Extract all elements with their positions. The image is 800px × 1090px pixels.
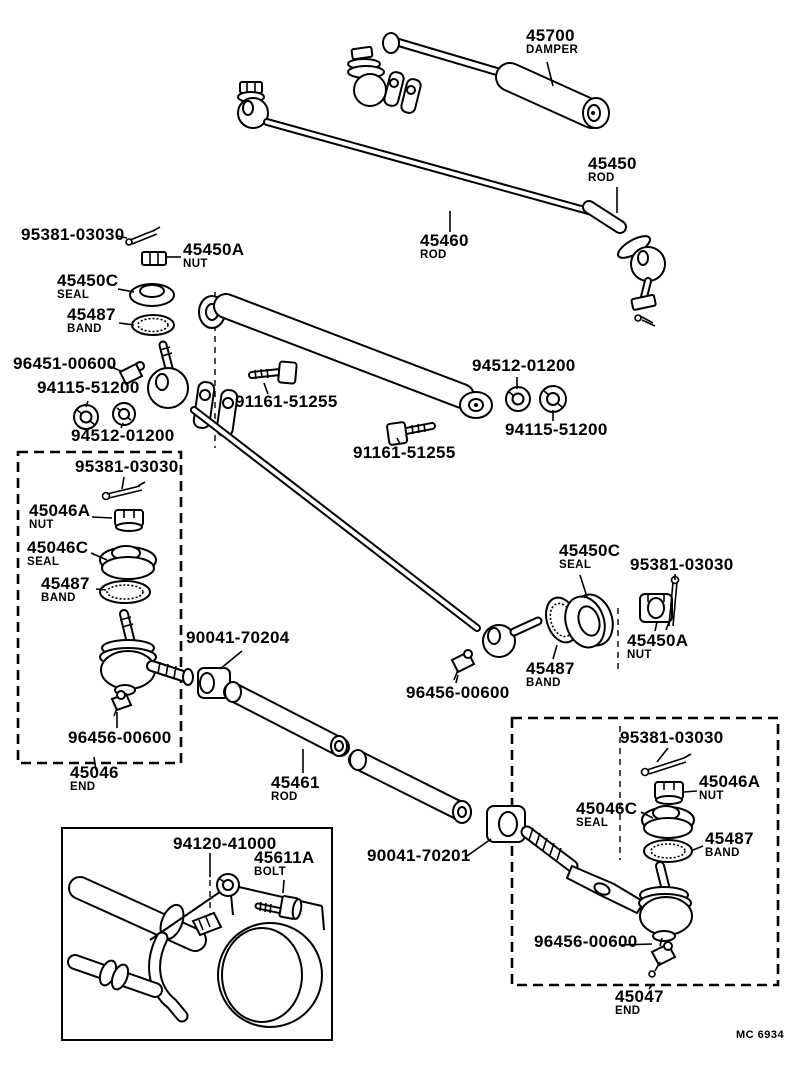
damper-bracket-drawing (347, 45, 422, 114)
rod-45450-drawing (237, 81, 666, 327)
part-label-95381-mid: 95381-03030 (630, 555, 734, 574)
bolts-91161-drawing (248, 360, 436, 446)
part-label-94512-left: 94512-01200 (71, 426, 175, 445)
part-label-90041-70201: 90041-70201 (367, 846, 471, 865)
drawing-code: MC 6934 (736, 1029, 785, 1041)
part-label-90041-70204: 90041-70204 (186, 628, 290, 647)
gearbox-inset-box (61, 827, 333, 1041)
left-group-box (16, 450, 183, 765)
part-label-95381-box-right: 95381-03030 (620, 728, 724, 747)
part-label-91161-upper: 91161-51255 (235, 392, 338, 411)
small-parts-right-drawing (505, 385, 567, 413)
gear-housing-drawing (67, 873, 325, 1028)
small-parts-left-drawing (73, 361, 145, 430)
part-label-96451: 96451-00600 (13, 354, 117, 373)
part-label-96456-mid: 96456-00600 (406, 683, 510, 702)
relay-left-socket-drawing (129, 251, 239, 437)
right-group-box (510, 716, 780, 987)
part-label-94512-right: 94512-01200 (472, 356, 576, 375)
leader-lines (85, 61, 704, 990)
part-label-96456-box-left: 96456-00600 (68, 728, 172, 747)
part-label-96456-box-right: 96456-00600 (534, 932, 638, 951)
part-label-91161-lower: 91161-51255 (353, 443, 456, 462)
rod-45461-drawing (197, 667, 579, 873)
tie-rod-end-45046-drawing (99, 481, 194, 717)
rod-45460-drawing (190, 406, 543, 681)
part-label-94115-left: 94115-51200 (37, 378, 140, 397)
damper-drawing (382, 32, 610, 129)
tie-rod-end-45047-drawing (565, 753, 695, 978)
part-label-94120: 94120-41000 (173, 834, 277, 853)
part-label-95381-top-left: 95381-03030 (21, 225, 125, 244)
part-label-95381-box-left: 95381-03030 (75, 457, 179, 476)
cotter-pin-top-drawing (125, 226, 161, 246)
part-label-94115-right: 94115-51200 (505, 420, 608, 439)
mid-cluster-drawing (545, 575, 680, 649)
relay-tube-drawing (198, 293, 493, 419)
